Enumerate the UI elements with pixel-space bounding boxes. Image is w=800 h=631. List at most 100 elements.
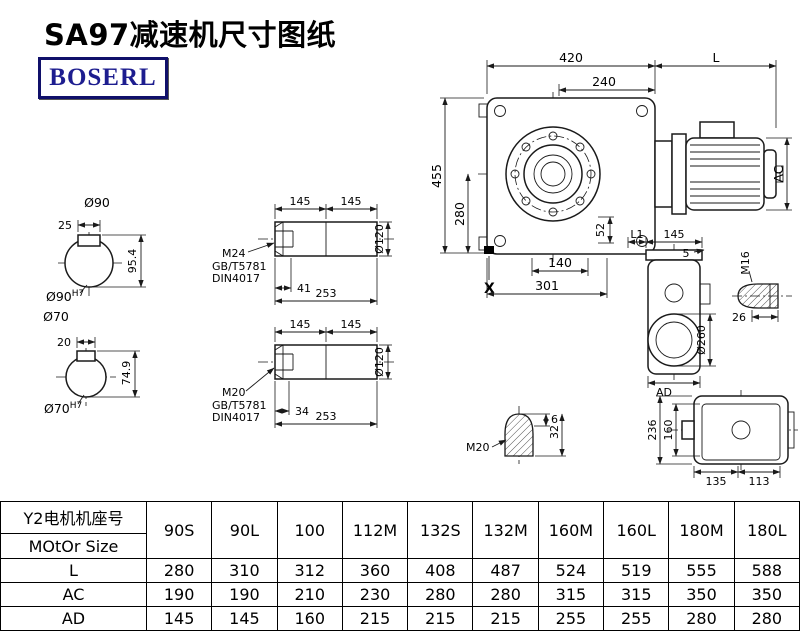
table-corner-line2: MOtOr Size [28, 537, 119, 556]
dim-260: Ø260 [695, 325, 708, 355]
table-cell: 487 [472, 558, 539, 583]
table-cell: 350 [733, 582, 800, 607]
table-cell: 255 [537, 606, 605, 631]
column-header: 100 [276, 501, 343, 559]
main-gearbox-view: 420 L 240 455 280 52 X 140 301 AC [429, 50, 792, 298]
standard-2a: GB/T5781 [212, 399, 267, 412]
shaft-side-view-1: 145 145 Ø120 M24 GB/T5781 DIN4017 41 253 [212, 195, 396, 305]
thread-M20: M20 [466, 441, 490, 454]
dim-240: 240 [592, 74, 616, 89]
dim-len-b1: 145 [341, 195, 362, 208]
table-cell: 215 [472, 606, 539, 631]
row-label: L [0, 558, 147, 583]
table-row-L: L 280 310 312 360 408 487 524 519 555 58… [0, 558, 800, 583]
column-header: 90L [211, 501, 278, 559]
table-cell: 315 [603, 582, 670, 607]
dim-301: 301 [535, 278, 559, 293]
dim-height-90: 95.4 [126, 249, 139, 274]
dim-52: 52 [594, 223, 607, 237]
dim-key-width-90: 25 [58, 219, 72, 232]
table-cell: 519 [603, 558, 670, 583]
table-cell: 524 [537, 558, 605, 583]
thread-label-2: M20 [222, 386, 246, 399]
dim-26: 26 [732, 311, 746, 324]
table-cell: 230 [341, 582, 409, 607]
dim-AC: AC [771, 165, 786, 182]
column-header: 160M [537, 501, 605, 559]
dim-len-a2: 145 [290, 318, 311, 331]
table-cell: 255 [603, 606, 670, 631]
standard-1b: DIN4017 [212, 272, 260, 285]
dim-160: 160 [662, 420, 675, 441]
table-cell: 588 [733, 558, 800, 583]
dim-thread-len-1: 41 [297, 282, 311, 295]
table-cell: 310 [211, 558, 278, 583]
thread-label-1: M24 [222, 247, 246, 260]
dim-dia-2: Ø120 [373, 347, 386, 377]
standard-1a: GB/T5781 [212, 260, 267, 273]
dim-L1: L1 [630, 228, 643, 241]
table-corner-line1: Y2电机机座号 [1, 502, 146, 534]
table-cell: 145 [145, 606, 213, 631]
motor-size-table: Y2电机机座号 MOtOr Size 90S 90L 100 112M 132S… [0, 501, 800, 631]
brand-logo: BOSERL [38, 57, 168, 99]
dim-total-len-2: 253 [316, 410, 337, 423]
dim-diameter-70: Ø70 [43, 309, 69, 324]
dim-280: 280 [452, 202, 467, 226]
bore-label-90: Ø90H7 [46, 289, 84, 304]
technical-drawing: 25 Ø90 95.4 Ø90H7 20 Ø70 74.9 Ø70H7 [43, 50, 798, 488]
rear-view: 236 160 135 113 [646, 390, 798, 488]
shaft-end-view-70: 20 Ø70 74.9 Ø70H7 [43, 309, 140, 416]
table-corner-header: Y2电机机座号 MOtOr Size [0, 501, 147, 559]
row-label: AC [0, 582, 147, 607]
dim-455: 455 [429, 164, 444, 188]
table-cell: 408 [407, 558, 474, 583]
dim-113: 113 [749, 475, 770, 488]
table-cell: 280 [407, 582, 474, 607]
dim-len-a1: 145 [290, 195, 311, 208]
brand-logo-text: BOSERL [49, 64, 157, 91]
table-cell: 160 [276, 606, 343, 631]
page-title: SA97减速机尺寸图纸 [44, 18, 337, 52]
dim-total-len-1: 253 [316, 287, 337, 300]
column-header: 132S [407, 501, 474, 559]
row-label: AD [0, 606, 147, 631]
table-row-AD: AD 145 145 160 215 215 215 255 255 280 2… [0, 606, 800, 631]
dim-dia-1: Ø120 [373, 224, 386, 254]
table-cell: 280 [145, 558, 213, 583]
bore-label-70: Ø70H7 [44, 401, 82, 416]
dim-6: 6 [551, 413, 558, 426]
table-cell: 215 [407, 606, 474, 631]
column-header: 90S [145, 501, 213, 559]
table-cell: 280 [668, 606, 735, 631]
dim-key-width-70: 20 [57, 336, 71, 349]
thread-M16: M16 [739, 251, 752, 275]
table-cell: 190 [145, 582, 213, 607]
dim-145-face: 145 [664, 228, 685, 241]
side-view: L1 145 5 M16 Ø260 26 AD [627, 228, 792, 399]
x-marker [484, 246, 494, 254]
table-row-AC: AC 190 190 210 230 280 280 315 315 350 3… [0, 582, 800, 607]
label-X: X [484, 281, 495, 297]
dim-236: 236 [646, 420, 659, 441]
dim-len-b2: 145 [341, 318, 362, 331]
table-cell: 315 [537, 582, 605, 607]
dim-L: L [713, 50, 720, 65]
column-header: 112M [341, 501, 409, 559]
column-header: 180L [733, 501, 800, 559]
dim-32: 32 [548, 425, 561, 439]
table-cell: 280 [733, 606, 800, 631]
dim-5: 5 [683, 247, 690, 260]
shaft-side-view-2: 145 145 Ø120 M20 GB/T5781 DIN4017 34 253 [212, 318, 396, 428]
dim-height-70: 74.9 [120, 361, 133, 386]
motor [654, 121, 784, 215]
table-cell: 312 [276, 558, 343, 583]
table-cell: 190 [211, 582, 278, 607]
column-header: 180M [668, 501, 735, 559]
dim-thread-len-2: 34 [295, 405, 309, 418]
plug-detail: M20 6 32 [466, 406, 566, 464]
dim-140: 140 [548, 255, 572, 270]
dim-diameter-90: Ø90 [84, 195, 110, 210]
table-cell: 555 [668, 558, 735, 583]
table-cell: 215 [341, 606, 409, 631]
